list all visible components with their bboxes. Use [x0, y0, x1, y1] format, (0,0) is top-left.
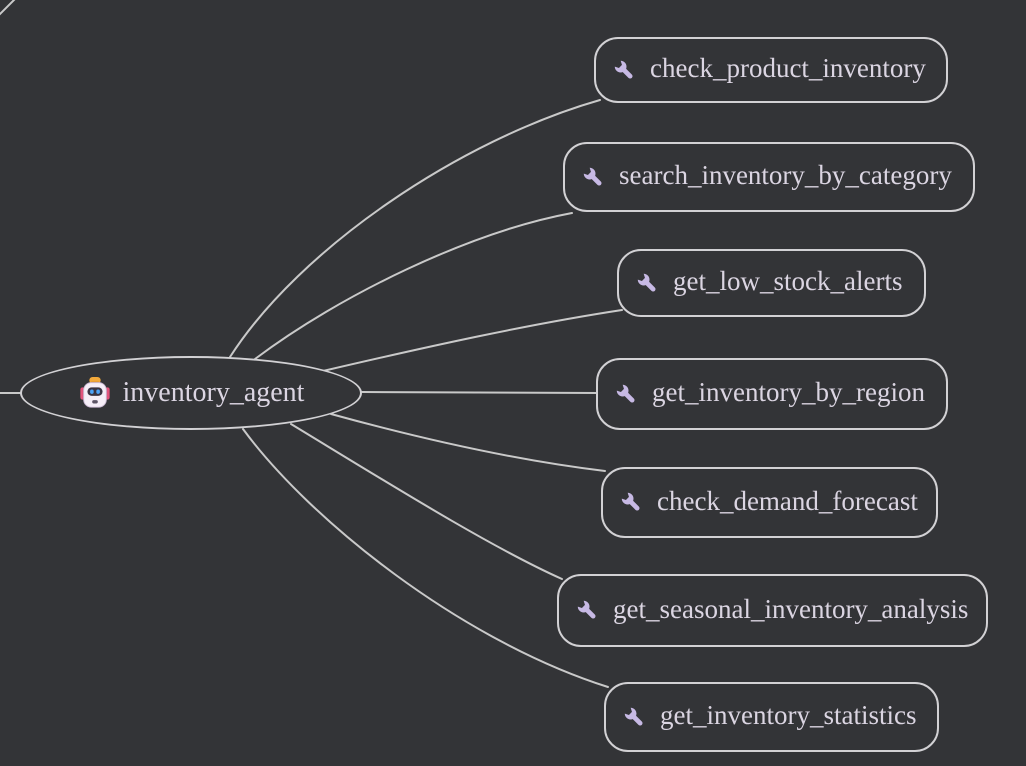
- tool-label: check_demand_forecast: [657, 485, 918, 516]
- wrench-icon: [583, 167, 602, 186]
- tool-label: get_inventory_by_region: [652, 377, 925, 407]
- node-get-low-stock-alerts[interactable]: get_low_stock_alerts: [617, 249, 926, 317]
- agent-label: inventory_agent: [122, 377, 305, 408]
- tool-label: get_seasonal_inventory_analysis: [613, 593, 969, 624]
- tool-label: get_low_stock_alerts: [673, 266, 903, 296]
- wrench-icon: [624, 707, 643, 726]
- wrench-icon: [614, 60, 633, 79]
- node-get-inventory-by-region[interactable]: get_inventory_by_region: [596, 358, 948, 430]
- robot-icon: [79, 376, 110, 408]
- wrench-icon: [616, 384, 635, 403]
- wrench-icon: [637, 273, 656, 292]
- wrench-icon: [621, 492, 640, 511]
- edge-hub-get-inventory-by-region: [361, 391, 601, 394]
- edge-offscreen-corner: [0, 0, 16, 16]
- edge-hub-get-inventory-statistics: [242, 428, 609, 688]
- node-check-product-inventory[interactable]: check_product_inventory: [594, 37, 948, 103]
- edge-hub-get-seasonal-inventory-analysis: [290, 423, 563, 580]
- edge-hub-get-low-stock-alerts: [322, 309, 623, 372]
- edge-hub-check-product-inventory: [229, 99, 601, 358]
- edge-hub-check-demand-forecast: [330, 413, 606, 472]
- wrench-icon: [577, 600, 596, 619]
- node-get-seasonal-inventory-analysis[interactable]: get_seasonal_inventory_analysis: [557, 574, 988, 647]
- tool-label: search_inventory_by_category: [619, 160, 952, 190]
- node-check-demand-forecast[interactable]: check_demand_forecast: [601, 467, 938, 538]
- tool-label: check_product_inventory: [650, 53, 926, 83]
- tool-label: get_inventory_statistics: [660, 700, 917, 730]
- node-search-inventory-by-category[interactable]: search_inventory_by_category: [563, 142, 975, 212]
- edge-hub-search-inventory-by-category: [254, 212, 573, 360]
- node-inventory-agent[interactable]: inventory_agent: [20, 356, 362, 430]
- node-get-inventory-statistics[interactable]: get_inventory_statistics: [604, 682, 939, 752]
